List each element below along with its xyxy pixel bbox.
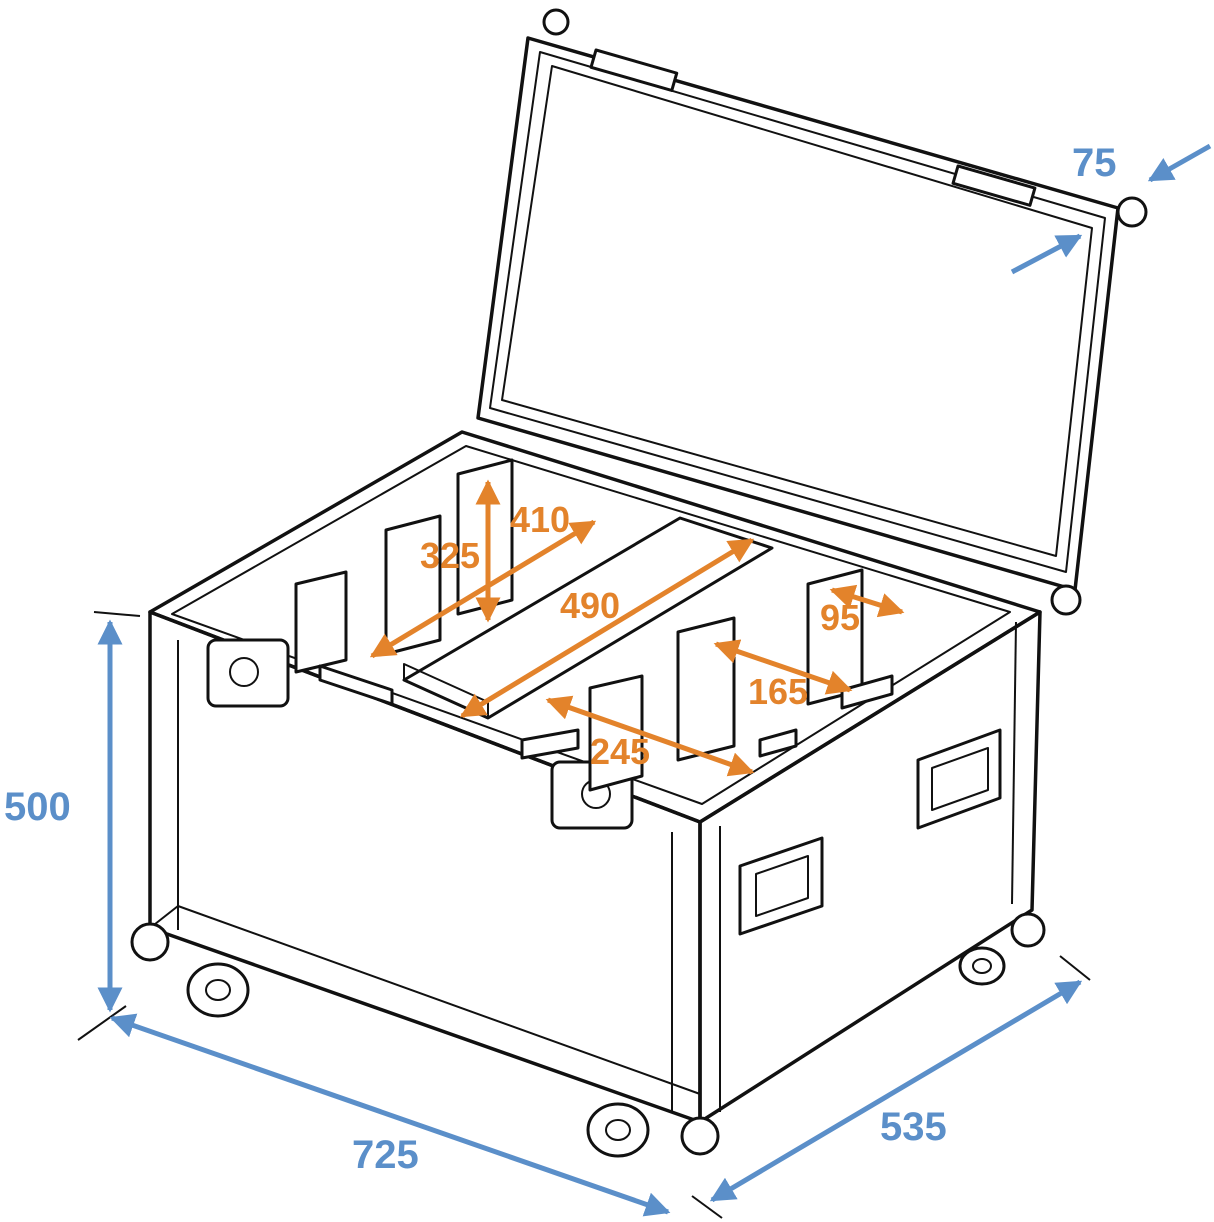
lid-handle-icon — [589, 48, 679, 92]
height-label: 500 — [4, 785, 71, 829]
lid-depth-arrow-lower — [1010, 233, 1083, 275]
side-handle-icon — [738, 836, 824, 936]
slot-depth-label: 165 — [748, 671, 808, 712]
corner-ball-icon — [1116, 196, 1148, 228]
side-handle-icon — [916, 728, 1002, 830]
wheel-icon — [186, 962, 250, 1018]
center-length-label: 490 — [560, 585, 620, 626]
right-width-line — [545, 695, 755, 777]
slot-depth-line — [713, 639, 853, 695]
depth-dimension-line — [709, 979, 1083, 1203]
wheel-icon — [586, 1102, 650, 1158]
lid-depth-label: 75 — [1072, 141, 1117, 185]
outer-dimensions: 500 725 535 75 — [4, 141, 1212, 1219]
divider-post — [294, 570, 348, 674]
left-depth-label: 410 — [510, 499, 570, 540]
divider-post — [676, 616, 736, 762]
corner-ball-icon — [130, 922, 170, 962]
corner-ball-icon — [542, 8, 570, 36]
lid-handle-icon — [951, 164, 1037, 207]
lid — [476, 8, 1148, 616]
lid-depth-arrow-upper — [1147, 143, 1212, 183]
inner-dimensions: 325 410 490 95 165 245 — [369, 479, 905, 777]
latch-icon — [206, 638, 290, 708]
right-width-label: 245 — [590, 731, 650, 772]
depth-label: 535 — [880, 1105, 947, 1149]
center-length-line — [459, 537, 755, 719]
width-label: 725 — [352, 1133, 419, 1177]
slot-width-label: 95 — [820, 597, 860, 638]
corner-ball-icon — [1050, 584, 1082, 616]
corner-ball-icon — [1010, 912, 1046, 948]
slot-width-line — [829, 584, 905, 618]
compartment-height-label: 325 — [420, 535, 480, 576]
wheel-icon — [958, 946, 1006, 986]
corner-ball-icon — [680, 1116, 720, 1156]
width-dimension-line — [109, 1013, 671, 1217]
